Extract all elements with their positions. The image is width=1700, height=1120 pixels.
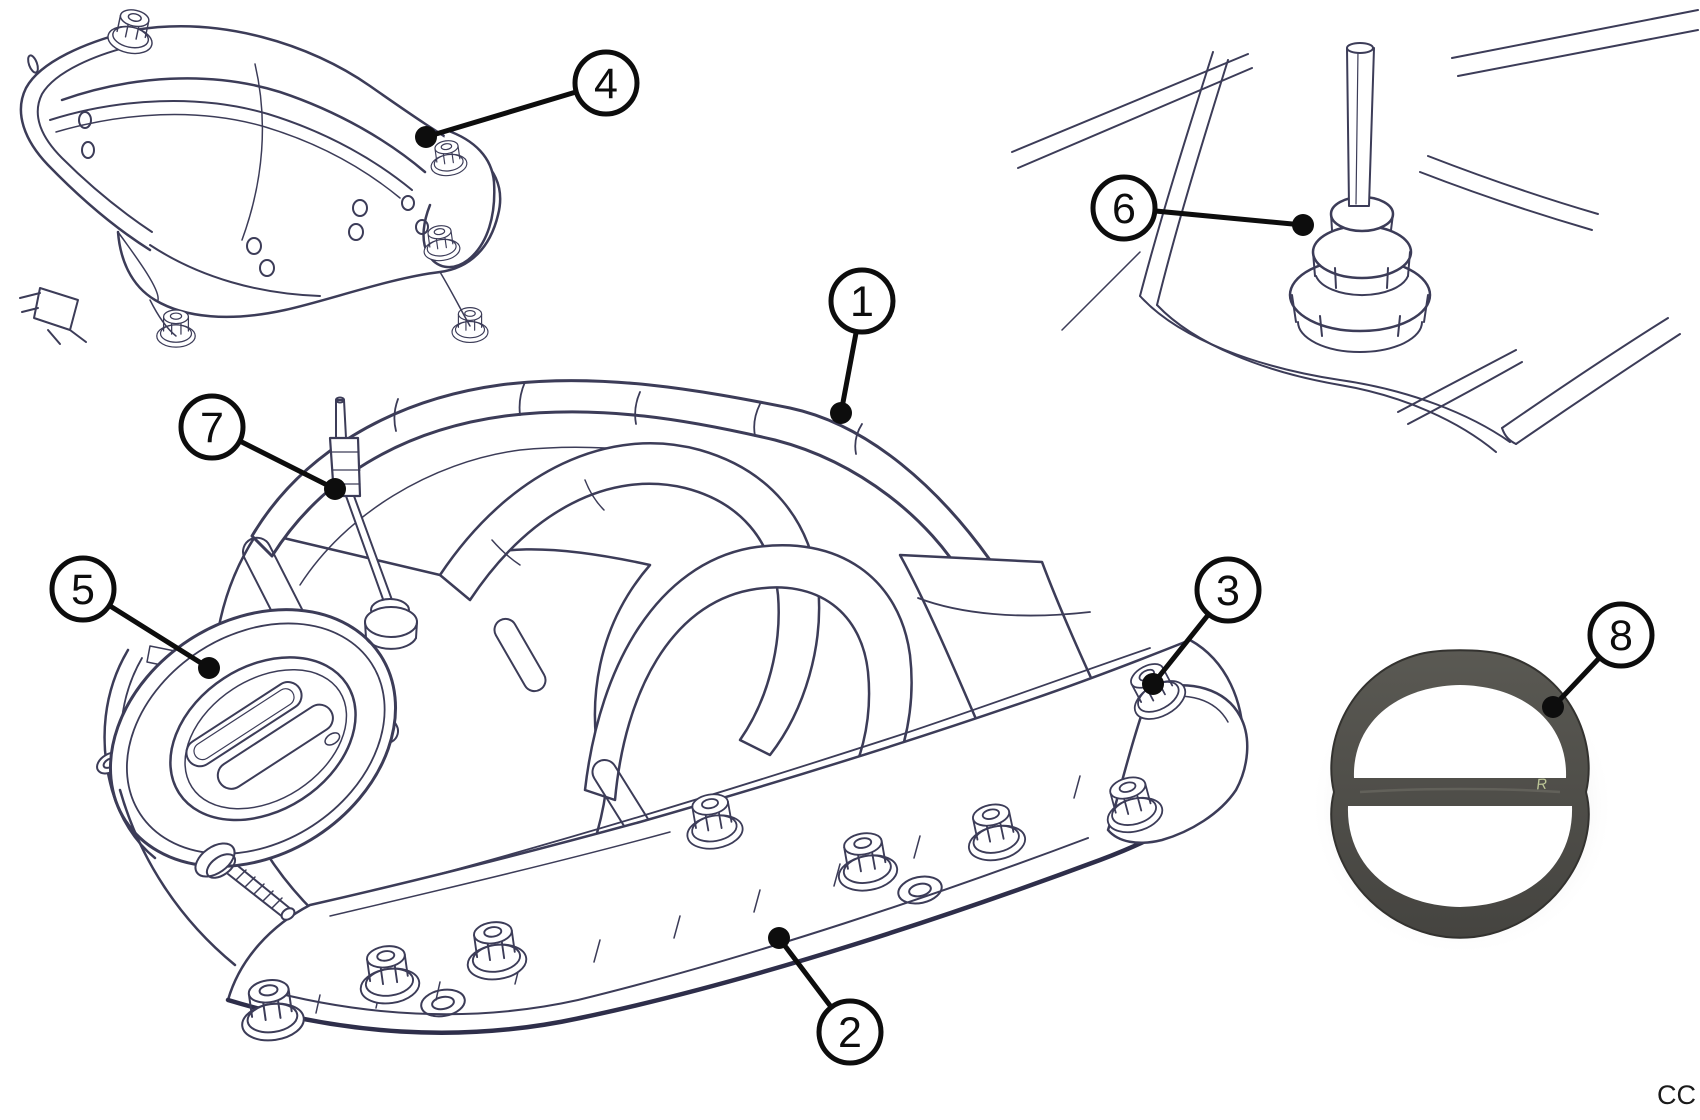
callout-dot xyxy=(1542,696,1564,718)
callout-number: 7 xyxy=(200,404,224,452)
watermark-text: CC xyxy=(1657,1080,1696,1110)
callout-circle xyxy=(1194,556,1262,624)
collector-flange-ring xyxy=(96,608,398,967)
callout-6: 6 xyxy=(1090,174,1314,242)
callout-2: 2 xyxy=(768,927,884,1066)
callout-dot xyxy=(324,478,346,500)
gasket-top-opening xyxy=(1353,685,1567,778)
heat-shield-drawing xyxy=(19,5,502,348)
callout-circle xyxy=(1090,174,1158,242)
callout-1: 1 xyxy=(828,267,896,424)
callout-dot xyxy=(1292,214,1314,236)
callout-circle xyxy=(178,393,246,461)
flange-studs xyxy=(235,653,1193,1046)
callout-layer: 1 2 3 4 5 6 7 8 xyxy=(49,49,1655,1066)
fitting-stud xyxy=(328,396,418,650)
gasket-logo-mark: R xyxy=(1536,776,1548,794)
callout-number: 1 xyxy=(850,278,874,326)
gasket-bottom-opening xyxy=(1347,806,1573,907)
wastegate-stud xyxy=(194,842,296,921)
callout-number: 3 xyxy=(1216,567,1240,615)
callout-number: 5 xyxy=(71,566,95,614)
callout-8: 8 xyxy=(1542,601,1655,718)
manifold-runner-2 xyxy=(438,442,821,757)
callout-number: 8 xyxy=(1609,612,1633,660)
callout-5: 5 xyxy=(49,555,220,679)
callout-circle xyxy=(816,998,884,1066)
callout-dot xyxy=(198,657,220,679)
callout-number: 6 xyxy=(1112,185,1136,233)
callout-circle xyxy=(1587,601,1655,669)
callout-3: 3 xyxy=(1142,556,1262,695)
callout-circle xyxy=(828,267,896,335)
callout-4: 4 xyxy=(415,49,640,148)
callout-number: 2 xyxy=(838,1009,862,1057)
callout-dot xyxy=(768,927,790,949)
callout-number: 4 xyxy=(594,60,618,108)
callout-dot xyxy=(830,402,852,424)
gasket-photo: R xyxy=(1310,649,1614,956)
callout-dot xyxy=(415,126,437,148)
manifold-drawing xyxy=(96,379,1249,1046)
callout-dot xyxy=(1142,673,1164,695)
callout-circle xyxy=(572,49,640,117)
callout-circle xyxy=(49,555,117,623)
callout-7: 7 xyxy=(178,393,346,500)
stud-nut-detail-drawing xyxy=(1011,9,1699,453)
